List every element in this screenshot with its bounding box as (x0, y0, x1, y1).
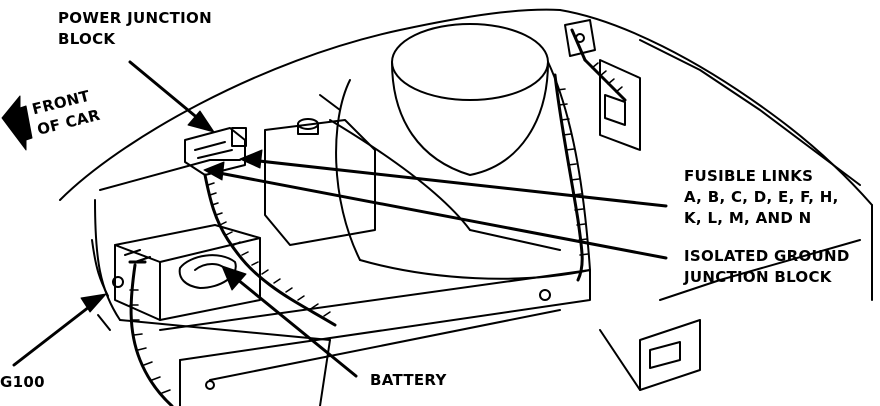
fusible-links-label-line-3: K, L, M, AND N (684, 209, 812, 227)
right-harness (553, 28, 627, 282)
front-arrow (1, 95, 33, 151)
arrow-heads (80, 110, 263, 313)
fender-outline (59, 8, 873, 391)
fusible-links-label-line-2: A, B, C, D, E, F, H, (684, 188, 839, 206)
right-harness-texture (556, 62, 623, 256)
battery-label-text: BATTERY (370, 371, 447, 389)
leader-lines (12, 60, 668, 378)
power-junction-block-label: POWER JUNCTION BLOCK (58, 8, 212, 50)
isolated-ground-label: ISOLATED GROUND JUNCTION BLOCK (684, 246, 850, 288)
battery-label: BATTERY (370, 370, 447, 391)
isolated-ground-label-line-2: JUNCTION BLOCK (684, 268, 832, 286)
g100-ground (91, 239, 124, 331)
strut-tower (319, 23, 591, 280)
isolated-ground-label-line-1: ISOLATED GROUND (684, 247, 850, 265)
fender-bracket (564, 19, 596, 57)
power-junction-block (184, 127, 247, 176)
fusible-links-label-line-1: FUSIBLE LINKS (684, 167, 814, 185)
g100-label-text: G100 (0, 373, 45, 391)
frame-rails (94, 159, 591, 406)
left-harness-texture (129, 182, 331, 394)
fusible-links-label: FUSIBLE LINKS A, B, C, D, E, F, H, K, L,… (684, 166, 839, 229)
power-junction-block-label-line-1: POWER JUNCTION (58, 9, 212, 27)
g100-label: G100 (0, 372, 45, 393)
reservoir (264, 118, 376, 246)
left-harness (128, 173, 337, 406)
power-junction-block-label-line-2: BLOCK (58, 30, 116, 48)
